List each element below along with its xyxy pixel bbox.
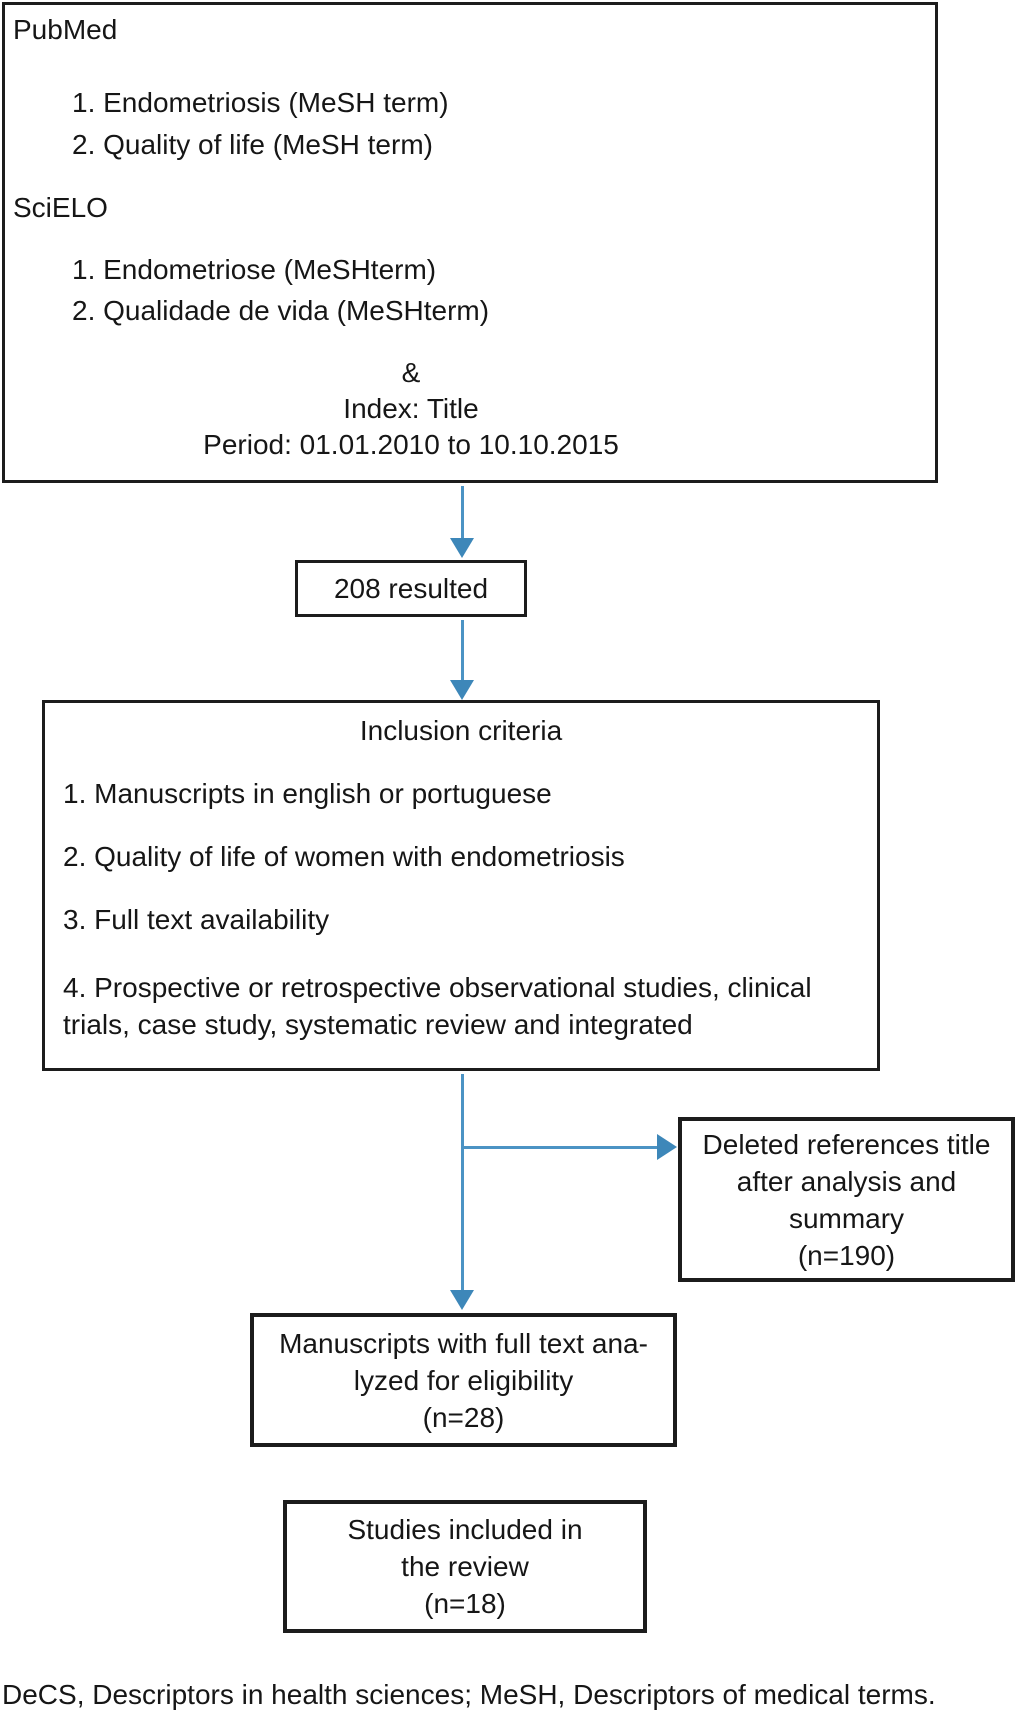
arrow-line-inclusion-to-fulltext [461,1074,464,1290]
inclusion-criterion-2: 2. Quality of life of women with endomet… [63,841,625,872]
arrow-head-inclusion-to-fulltext [450,1290,474,1310]
deleted-references-text: Deleted references title after analysis … [702,1128,991,1271]
scielo-search-term-2: 2. Qualidade de vida (MeSHterm) [72,295,490,326]
pubmed-search-term-2: 2. Quality of life (MeSH term) [72,129,433,160]
inclusion-criteria-box: Inclusion criteria 1. Manuscripts in eng… [42,700,880,1071]
arrow-line-results-to-inclusion [461,620,464,680]
index-line: Index: Title [343,393,479,424]
abbreviations-footnote: DeCS, Descriptors in health sciences; Me… [2,1679,936,1710]
fulltext-analyzed-box: Manuscripts with full text ana- lyzed fo… [250,1313,677,1447]
arrow-line-branch-to-deleted [462,1146,657,1149]
ampersand-join: & [401,357,421,388]
scielo-label: SciELO [13,192,108,223]
period-line: Period: 01.01.2010 to 10.10.2015 [203,429,619,460]
inclusion-criterion-4: 4. Prospective or retrospective observat… [63,972,812,1040]
scielo-search-term-1: 1. Endometriose (MeSHterm) [72,254,437,285]
results-box: 208 resulted [295,560,527,617]
fulltext-analyzed-text: Manuscripts with full text ana- lyzed fo… [279,1327,648,1433]
search-strategy-box: PubMed 1. Endometriosis (MeSH term) 2. Q… [2,2,938,483]
arrow-head-branch-to-deleted [657,1134,677,1160]
deleted-references-box: Deleted references title after analysis … [678,1117,1015,1282]
pubmed-label: PubMed [13,14,118,45]
studies-included-box: Studies included in the review (n=18) [283,1500,647,1633]
inclusion-criteria-title: Inclusion criteria [359,715,563,746]
inclusion-criterion-1: 1. Manuscripts in english or portuguese [63,778,552,809]
results-label: 208 resulted [333,572,489,604]
pubmed-search-term-1: 1. Endometriosis (MeSH term) [72,87,449,118]
inclusion-criterion-3: 3. Full text availability [63,904,330,935]
arrow-head-search-to-results [450,538,474,558]
arrow-head-results-to-inclusion [450,680,474,700]
arrow-line-search-to-results [461,486,464,540]
studies-included-text: Studies included in the review (n=18) [347,1514,583,1619]
